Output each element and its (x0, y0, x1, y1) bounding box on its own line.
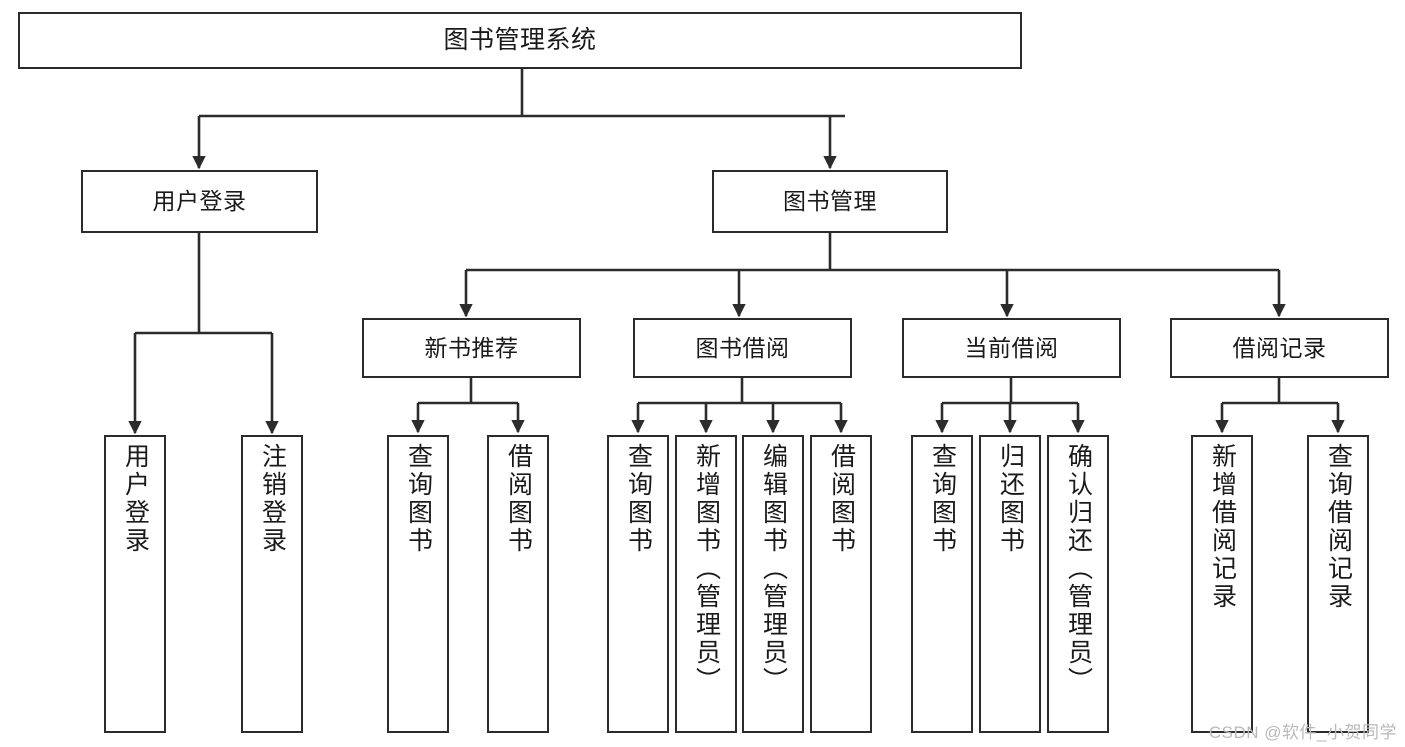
node-new-book-recommend[interactable]: 新书推荐 (362, 318, 581, 378)
node-leaf-query-borrow-record[interactable]: 查询借阅记录 (1307, 435, 1369, 733)
node-leaf-query-book-recommend[interactable]: 查询图书 (387, 435, 449, 733)
node-label: 图书管理系统 (443, 25, 597, 54)
node-label: 注销登录 (258, 443, 287, 555)
csdn-watermark: CSDN @软件_小贺同学 (1208, 723, 1397, 742)
node-label: 新增借阅记录 (1208, 443, 1237, 611)
node-book-borrow[interactable]: 图书借阅 (633, 318, 852, 378)
node-root-book-management-system[interactable]: 图书管理系统 (18, 12, 1022, 69)
node-label: 查询图书 (624, 443, 653, 555)
node-leaf-logout[interactable]: 注销登录 (241, 435, 303, 733)
node-label: 借阅图书 (504, 443, 533, 555)
node-leaf-add-book-admin[interactable]: 新增图书（管理员） (675, 435, 737, 733)
node-leaf-edit-book-admin[interactable]: 编辑图书（管理员） (742, 435, 804, 733)
node-leaf-borrow-book-recommend[interactable]: 借阅图书 (487, 435, 549, 733)
node-label: 新书推荐 (424, 334, 519, 361)
node-label: 用户登录 (152, 188, 247, 215)
node-borrow-record[interactable]: 借阅记录 (1170, 318, 1389, 378)
node-label: 图书管理 (783, 188, 877, 215)
node-label: 确认归还（管理员） (1064, 443, 1093, 695)
node-label: 查询图书 (928, 443, 957, 555)
node-label: 当前借阅 (964, 334, 1059, 361)
node-label: 查询图书 (404, 443, 433, 555)
node-leaf-add-borrow-record[interactable]: 新增借阅记录 (1191, 435, 1253, 733)
node-label: 用户登录 (121, 443, 150, 555)
node-label: 归还图书 (996, 443, 1025, 555)
node-label: 借阅记录 (1232, 334, 1327, 361)
node-label: 新增图书（管理员） (692, 443, 721, 695)
node-leaf-confirm-return-admin[interactable]: 确认归还（管理员） (1047, 435, 1109, 733)
node-leaf-user-login[interactable]: 用户登录 (104, 435, 166, 733)
node-leaf-query-book-current[interactable]: 查询图书 (911, 435, 973, 733)
node-label: 编辑图书（管理员） (759, 443, 788, 695)
node-label: 借阅图书 (827, 443, 856, 555)
node-current-borrow[interactable]: 当前借阅 (902, 318, 1121, 378)
node-leaf-borrow-book[interactable]: 借阅图书 (810, 435, 872, 733)
node-label: 查询借阅记录 (1324, 443, 1353, 611)
node-leaf-return-book[interactable]: 归还图书 (979, 435, 1041, 733)
node-leaf-query-book-borrow[interactable]: 查询图书 (607, 435, 669, 733)
node-book-management[interactable]: 图书管理 (712, 170, 948, 233)
node-user-login[interactable]: 用户登录 (81, 170, 318, 233)
node-label: 图书借阅 (695, 334, 790, 361)
